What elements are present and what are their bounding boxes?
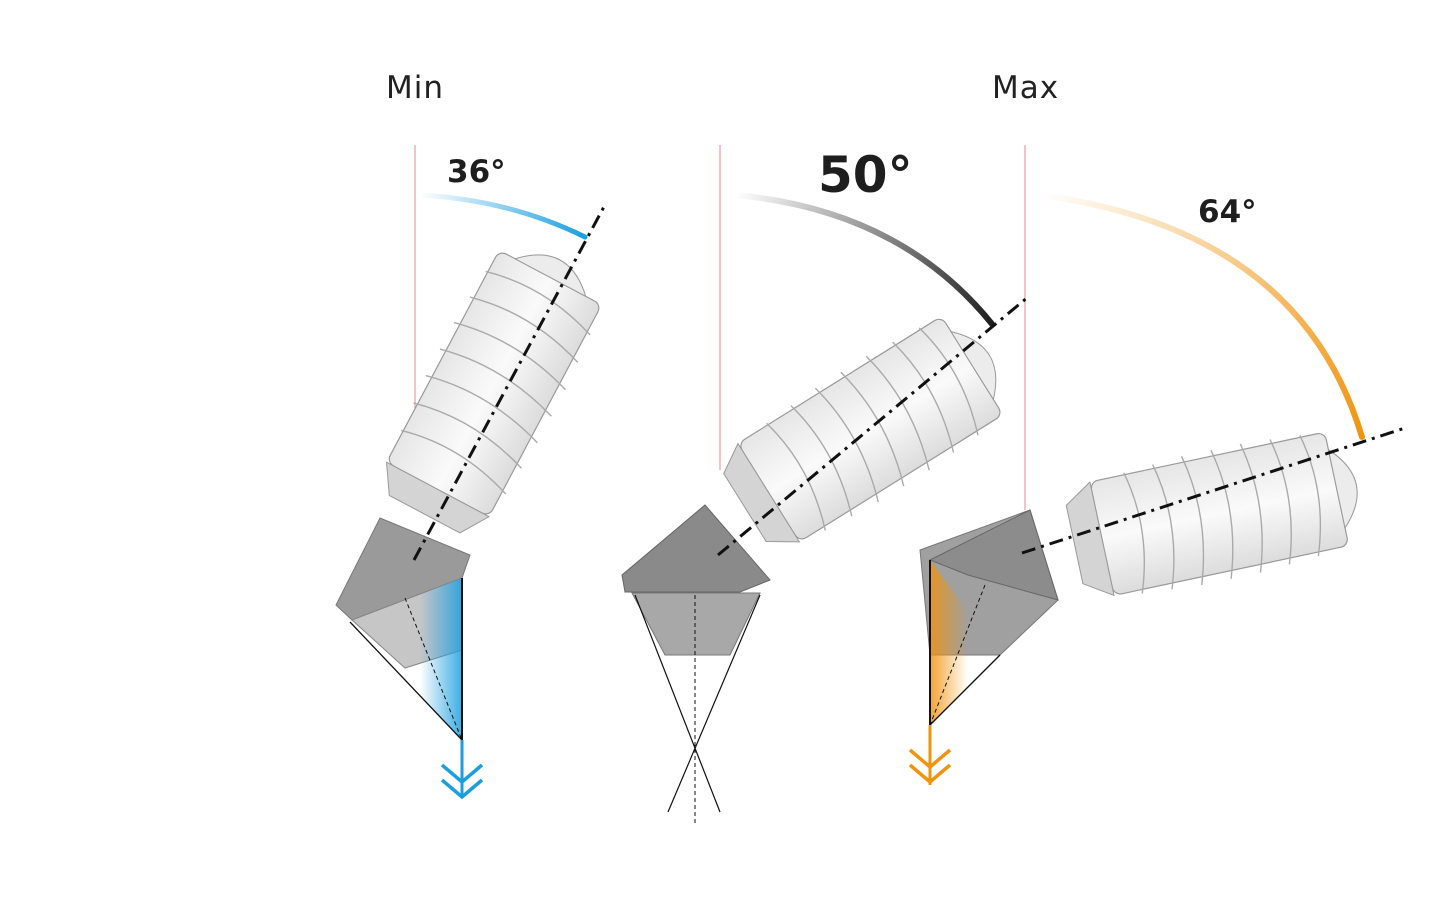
angle-label-36: 36° — [447, 154, 506, 190]
arc-64 — [1037, 192, 1365, 440]
angle-label-64: 64° — [1198, 194, 1257, 230]
label-max: Max — [992, 70, 1060, 106]
angle-label-50: 50° — [818, 146, 913, 204]
arc-50 — [732, 192, 995, 327]
label-min: Min — [386, 70, 445, 106]
implant-mid-icon — [621, 295, 1029, 825]
implant-max-icon — [908, 426, 1406, 785]
implant-min-icon — [335, 202, 608, 800]
arc-36 — [417, 192, 588, 240]
